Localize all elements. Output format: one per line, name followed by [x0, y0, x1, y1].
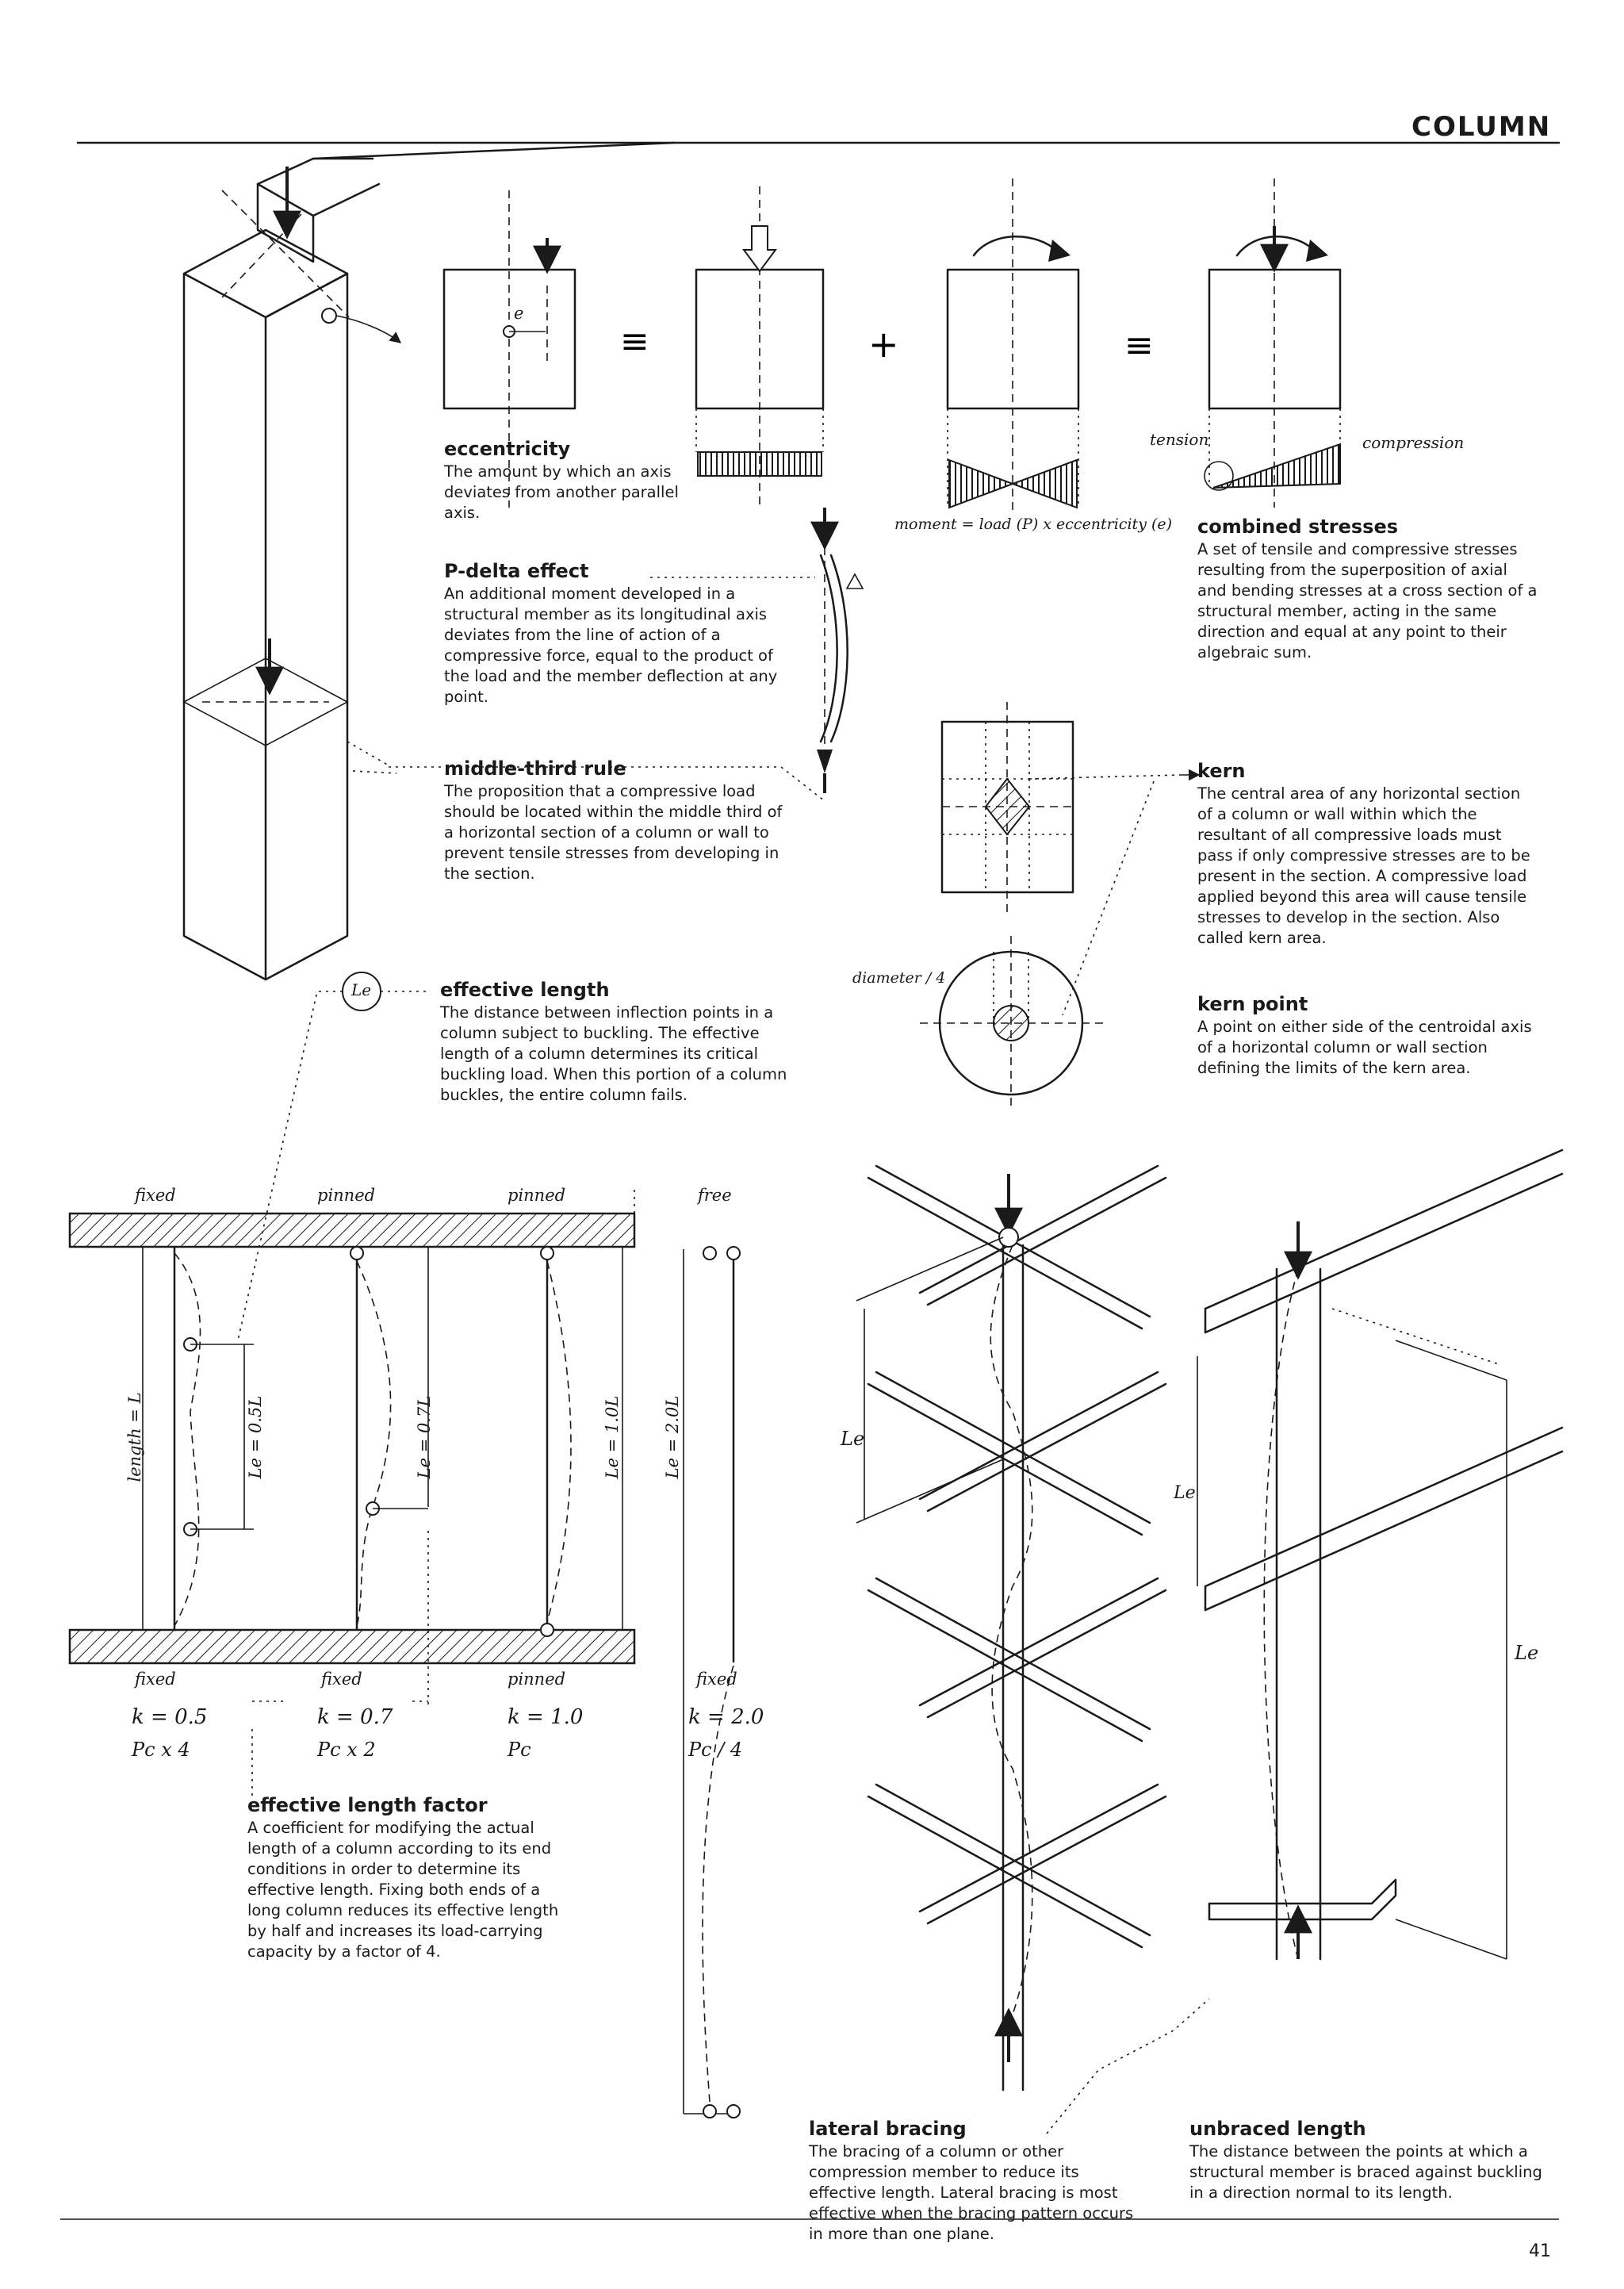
- unbraced-le-small-label: Le: [1174, 1483, 1196, 1503]
- col3-load-value: Pc: [508, 1739, 531, 1761]
- term-heading: kern: [1197, 760, 1246, 782]
- unbraced-length-entry: unbraced length The distance between the…: [1189, 2118, 1546, 2203]
- term-heading: lateral bracing: [809, 2118, 967, 2140]
- kern-circular-section: [920, 936, 1106, 1110]
- effective-length-circle-label: Le: [351, 980, 372, 999]
- page-header-title: COLUMN: [1411, 111, 1552, 143]
- term-definition: The central area of any horizontal secti…: [1197, 784, 1530, 947]
- kern-point-entry: kern point A point on either side of the…: [1197, 993, 1538, 1079]
- col2-load-value: Pc x 2: [317, 1739, 376, 1761]
- term-definition: An additional moment developed in a stru…: [444, 585, 778, 706]
- p-delta-entry: P-delta effect An additional moment deve…: [444, 560, 785, 707]
- term-heading: effective length: [440, 979, 610, 1001]
- term-definition: A set of tensile and compressive stresse…: [1197, 540, 1538, 661]
- col1-load-value: Pc x 4: [132, 1739, 190, 1761]
- col3-bottom-condition: pinned: [508, 1670, 566, 1689]
- p-delta-member: [650, 508, 864, 793]
- term-definition: The proposition that a compressive load …: [444, 782, 783, 883]
- lateral-bracing-entry: lateral bracing The bracing of a column …: [809, 2118, 1142, 2245]
- moment-formula-label: moment = load (P) x eccentricity (e): [894, 516, 1173, 533]
- col2-k-value: k = 0.7: [317, 1705, 393, 1729]
- effective-length-factor-entry: effective length factor A coefficient fo…: [247, 1794, 573, 1962]
- term-definition: The amount by which an axis deviates fro…: [444, 462, 679, 522]
- diameter-label: diameter / 4: [852, 969, 946, 987]
- term-definition: A point on either side of the centroidal…: [1197, 1018, 1532, 1077]
- combined-stresses-entry: combined stresses A set of tensile and c…: [1197, 516, 1538, 663]
- col2-bottom-condition: fixed: [321, 1670, 362, 1689]
- term-heading: effective length factor: [247, 1794, 488, 1816]
- term-heading: middle-third rule: [444, 757, 626, 780]
- unbraced-length-drawing: [1197, 1148, 1564, 1961]
- kern-rectangular-section: [389, 702, 1201, 1016]
- effective-length-entry: effective length The distance between in…: [440, 979, 789, 1106]
- col1-top-condition: fixed: [135, 1186, 176, 1205]
- compression-label: compression: [1362, 433, 1465, 452]
- col4-bottom-condition: fixed: [696, 1670, 737, 1689]
- lateral-bracing-drawing: [856, 1164, 1210, 2134]
- middle-third-entry: middle-third rule The proposition that a…: [444, 757, 785, 884]
- plus-sign: +: [868, 323, 899, 366]
- equals-sign-2: ≡: [1124, 325, 1154, 366]
- term-heading: unbraced length: [1189, 2118, 1366, 2140]
- term-definition: The bracing of a column or other compres…: [809, 2142, 1134, 2243]
- col4-k-value: k = 2.0: [688, 1705, 764, 1729]
- col1-bottom-condition: fixed: [135, 1670, 176, 1689]
- tension-label: tension: [1150, 430, 1209, 449]
- col3-k-value: k = 1.0: [508, 1705, 584, 1729]
- length-L-label: length = L: [125, 1392, 144, 1482]
- page-number: 41: [1529, 2241, 1551, 2261]
- isometric-column: [182, 141, 676, 981]
- col2-le-label: Le = 0.7L: [415, 1395, 434, 1479]
- term-heading: kern point: [1197, 993, 1308, 1015]
- bracing-le-label: Le: [841, 1428, 865, 1450]
- axial-stress-diagram: [695, 186, 825, 508]
- term-heading: combined stresses: [1197, 516, 1399, 538]
- equals-sign-1: ≡: [620, 321, 649, 362]
- term-definition: The distance between the points at which…: [1189, 2142, 1542, 2202]
- term-heading: eccentricity: [444, 438, 571, 460]
- combined-stress-diagram: [1204, 178, 1342, 508]
- eccentricity-e-label: e: [514, 304, 524, 323]
- term-heading: P-delta effect: [444, 560, 589, 582]
- col1-k-value: k = 0.5: [132, 1705, 208, 1729]
- term-definition: The distance between inflection points i…: [440, 1003, 787, 1104]
- col4-load-value: Pc / 4: [688, 1739, 743, 1761]
- col3-top-condition: pinned: [508, 1186, 566, 1205]
- kern-entry: kern The central area of any horizontal …: [1197, 760, 1538, 949]
- col2-top-condition: pinned: [317, 1186, 376, 1205]
- col1-le-label: Le = 0.5L: [246, 1395, 265, 1479]
- end-condition-diagrams: [68, 1190, 741, 2118]
- bending-stress-diagram: [946, 178, 1080, 516]
- eccentricity-entry: eccentricity The amount by which an axis…: [444, 438, 706, 523]
- col4-le-label: Le = 2.0L: [663, 1395, 682, 1479]
- term-definition: A coefficient for modifying the actual l…: [247, 1819, 559, 1961]
- col4-top-condition: free: [698, 1186, 732, 1205]
- col3-le-label: Le = 1.0L: [603, 1395, 622, 1479]
- eccentric-load-diagram: [442, 190, 576, 508]
- unbraced-le-label: Le: [1515, 1642, 1539, 1664]
